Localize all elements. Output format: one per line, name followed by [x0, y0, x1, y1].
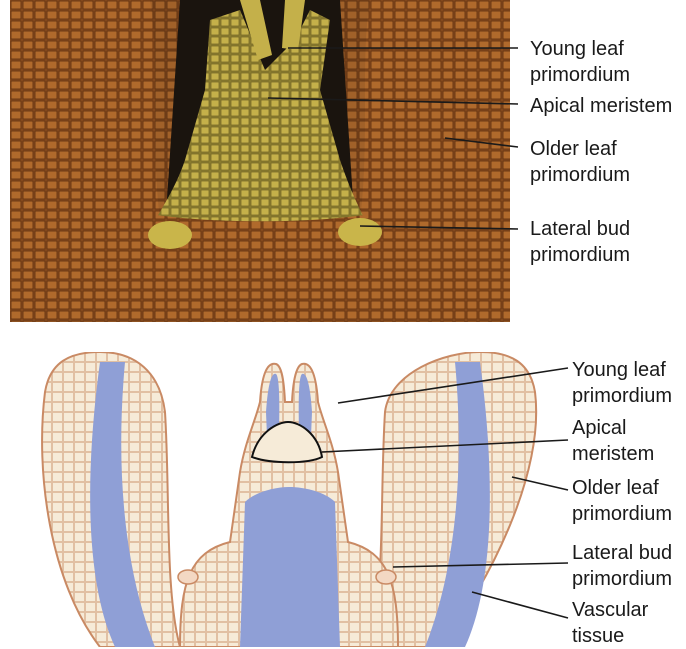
- label-young-leaf-primordium-top: Young leaf primordium: [530, 36, 630, 88]
- leader-top-older-leaf: [445, 138, 518, 147]
- label-vascular-tissue-bottom: Vascular tissue: [572, 597, 648, 649]
- label-older-leaf-primordium-bottom: Older leaf primordium: [572, 475, 672, 527]
- leader-bottom-young-leaf: [338, 368, 568, 403]
- label-young-leaf-primordium-bottom: Young leaf primordium: [572, 357, 672, 409]
- label-lateral-bud-primordium-top: Lateral bud primordium: [530, 216, 630, 268]
- label-older-leaf-primordium-top: Older leaf primordium: [530, 136, 630, 188]
- leader-bottom-vascular-tissue: [472, 592, 568, 618]
- label-apical-meristem-bottom: Apical meristem: [572, 415, 654, 467]
- leader-bottom-older-leaf: [512, 477, 568, 490]
- label-apical-meristem-top: Apical meristem: [530, 93, 672, 119]
- label-lateral-bud-primordium-bottom: Lateral bud primordium: [572, 540, 672, 592]
- leader-bottom-lateral-bud: [393, 563, 568, 567]
- leader-top-lateral-bud: [360, 226, 518, 229]
- leader-bottom-apical-meristem: [322, 440, 568, 452]
- leader-top-apical-meristem: [268, 98, 518, 104]
